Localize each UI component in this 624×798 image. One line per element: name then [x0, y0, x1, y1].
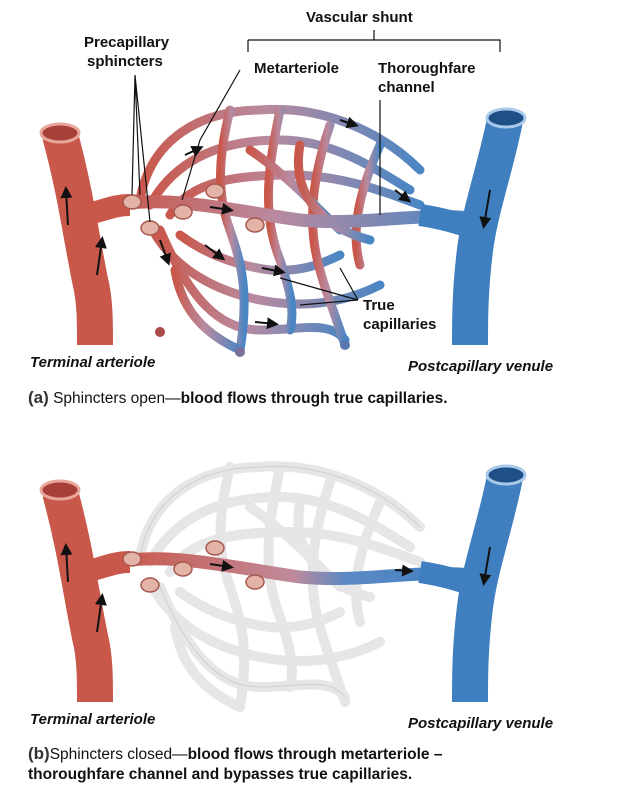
true-capillaries-label-line1: True — [363, 297, 395, 314]
precapillary-label-line1: Precapillary — [84, 34, 170, 51]
panel-a — [39, 30, 527, 357]
postcapillary-venule-b — [452, 473, 523, 703]
precapillary-label-line2: sphincters — [87, 53, 163, 70]
caption-a: (a) Sphincters open—blood flows through … — [28, 388, 448, 409]
postcapillary-venule — [452, 116, 523, 346]
terminal-arteriole — [42, 130, 113, 346]
terminal-arteriole-b — [42, 487, 113, 703]
caption-a-plain: Sphincters open— — [48, 390, 181, 407]
caption-b-bold-line2: thoroughfare channel and bypasses true c… — [28, 766, 413, 783]
flow-arrows-b — [60, 543, 492, 633]
closed-sphincters — [122, 540, 265, 593]
panel-b — [39, 461, 527, 712]
postcapillary-venule-label-b: Postcapillary venule — [408, 715, 554, 732]
caption-b-line2: thoroughfare channel and bypasses true c… — [28, 765, 412, 785]
terminal-arteriole-label-b: Terminal arteriole — [30, 711, 156, 728]
closed-capillaries-network — [135, 461, 425, 712]
caption-b-part: (b) — [28, 744, 50, 763]
metarteriole-label: Metarteriole — [254, 60, 340, 77]
terminal-arteriole-label-a: Terminal arteriole — [30, 354, 156, 371]
true-capillaries-label-line2: capillaries — [363, 316, 437, 333]
caption-a-bold: blood flows through true capillaries. — [180, 390, 448, 407]
caption-b-bold-line1: blood flows through metarteriole – — [187, 746, 443, 763]
thoroughfare-label-line1: Thoroughfare — [378, 60, 476, 77]
postcapillary-venule-label-a: Postcapillary venule — [408, 358, 554, 375]
thoroughfare-label-line2: channel — [378, 79, 435, 96]
caption-b-plain: Sphincters closed— — [49, 746, 188, 763]
precapillary-sphincters — [122, 183, 265, 236]
vascular-shunt-label: Vascular shunt — [306, 9, 413, 26]
caption-a-part: (a) — [28, 388, 49, 407]
caption-b-line1: (b)Sphincters closed—blood flows through… — [28, 744, 442, 765]
leader-lines-a — [131, 30, 501, 306]
